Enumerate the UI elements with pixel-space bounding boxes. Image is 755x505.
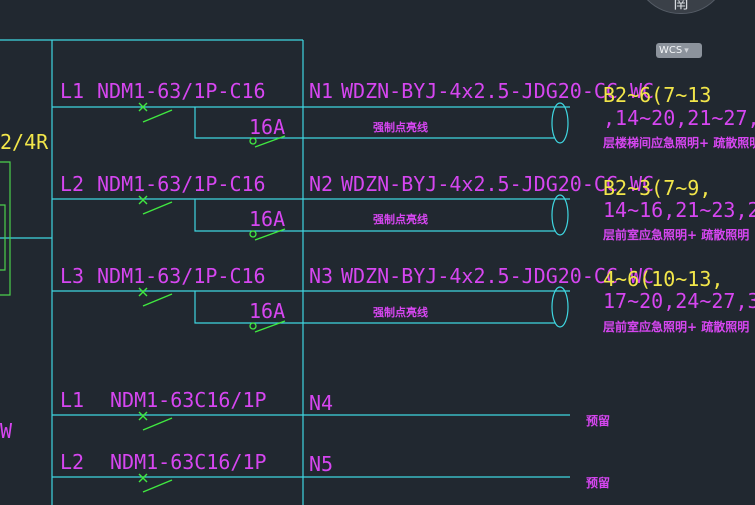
breaker-model: NDM1-63/1P-C16 xyxy=(97,264,266,288)
breaker-model: NDM1-63/1P-C16 xyxy=(97,79,266,103)
circuit-id: N5 xyxy=(309,452,333,476)
cable-spec: WDZN-BYJ-4x2.5-JDG20-CC WC xyxy=(341,172,654,196)
dest-description: 层前室应急照明+ 疏散照明 xyxy=(603,227,749,242)
aux-contact-icon xyxy=(249,135,286,148)
breaker-switch-icon xyxy=(138,102,173,123)
breaker-model: NDM1-63C16/1P xyxy=(110,450,267,474)
circuit-id: N4 xyxy=(309,391,333,415)
fragment-bottom-label: W xyxy=(0,419,13,443)
cable-spec: WDZN-BYJ-4x2.5-JDG20-CC WC xyxy=(341,264,654,288)
circuit-row[interactable]: L1 NDM1-63/1P-C16 16A N1 WDZN-BYJ-4x2.5-… xyxy=(52,79,755,150)
cable-spec: WDZN-BYJ-4x2.5-JDG20-CC WC xyxy=(341,79,654,103)
forced-on-label: 强制点亮线 xyxy=(373,305,428,319)
aux-contact-icon xyxy=(249,228,286,241)
circuit-id: N2 xyxy=(309,172,333,196)
rating-label: 16A xyxy=(249,115,285,139)
dest-floors-line2: 14~16,21~23,28 xyxy=(603,198,755,222)
cable-bundle-icon xyxy=(551,194,569,236)
breaker-model: NDM1-63C16/1P xyxy=(110,388,267,412)
dest-description: 层楼梯间应急照明+ 疏散照明 xyxy=(603,135,755,150)
spare-circuit-row[interactable]: L2 NDM1-63C16/1P N5 预留 xyxy=(52,450,610,493)
rating-label: 16A xyxy=(249,207,285,231)
aux-contact-icon xyxy=(249,320,286,333)
circuit-row[interactable]: L2 NDM1-63/1P-C16 16A N2 WDZN-BYJ-4x2.5-… xyxy=(52,172,755,242)
phase-label: L1 xyxy=(60,79,84,103)
wcs-label: WCS xyxy=(659,45,683,56)
cable-bundle-icon xyxy=(551,102,569,144)
spare-note: 预留 xyxy=(586,413,610,428)
forced-on-label: 强制点亮线 xyxy=(373,212,428,226)
viewcube-compass[interactable]: 南 xyxy=(634,0,728,14)
circuit-id: N1 xyxy=(309,79,333,103)
source-frame xyxy=(0,39,304,505)
breaker-model: NDM1-63/1P-C16 xyxy=(97,172,266,196)
spare-circuit-row[interactable]: L1 NDM1-63C16/1P N4 预留 xyxy=(52,388,610,431)
wcs-menu-button[interactable]: WCS▾ xyxy=(656,43,702,58)
dest-floors-line1: B2~3(7~9, xyxy=(603,176,711,200)
dest-floors-line1: B2~6(7~13 xyxy=(603,83,711,107)
dest-floors-line2: ,14~20,21~27,2 xyxy=(603,106,755,130)
breaker-switch-icon xyxy=(138,195,173,215)
breaker-switch-icon xyxy=(138,411,173,431)
fragment-top-label: 2/4R xyxy=(0,130,49,154)
forced-on-label: 强制点亮线 xyxy=(373,120,428,134)
spare-note: 预留 xyxy=(586,475,610,490)
dest-floors-line1: 4~6(10~13, xyxy=(603,267,723,291)
circuit-row[interactable]: L3 NDM1-63/1P-C16 16A N3 WDZN-BYJ-4x2.5-… xyxy=(52,264,755,334)
green-enclosure xyxy=(0,161,11,296)
dest-description: 层前室应急照明+ 疏散照明 xyxy=(603,319,749,334)
phase-label: L2 xyxy=(60,172,84,196)
breaker-switch-icon xyxy=(138,287,173,307)
chevron-down-icon: ▾ xyxy=(684,46,689,56)
dest-floors-line2: 17~20,24~27,31 xyxy=(603,289,755,313)
phase-label: L3 xyxy=(60,264,84,288)
circuit-id: N3 xyxy=(309,264,333,288)
compass-direction-label: 南 xyxy=(672,0,689,12)
breaker-switch-icon xyxy=(138,473,173,493)
phase-label: L2 xyxy=(60,450,84,474)
rating-label: 16A xyxy=(249,299,285,323)
cable-bundle-icon xyxy=(551,286,569,328)
phase-label: L1 xyxy=(60,388,84,412)
